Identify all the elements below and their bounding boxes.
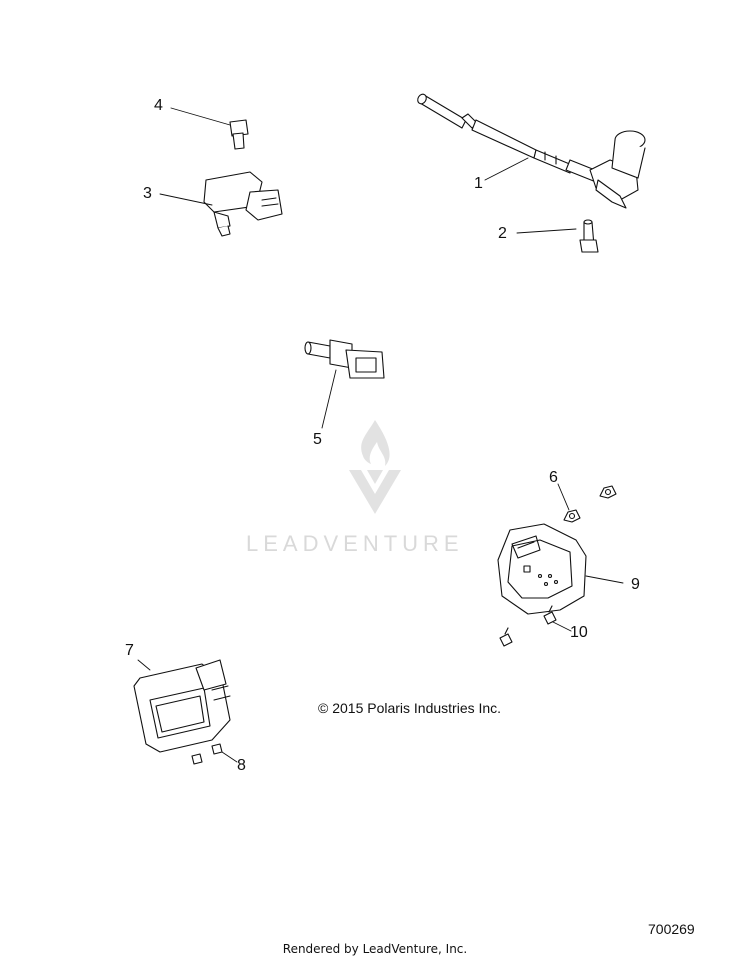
callout-5: 5 <box>313 431 322 448</box>
part-10-screw <box>499 605 557 647</box>
leader-2 <box>516 228 577 234</box>
rendered-by-footer: Rendered by LeadVenture, Inc. <box>282 942 468 956</box>
part-7-ecu <box>133 659 231 753</box>
callout-10: 10 <box>570 624 588 641</box>
leadventure-watermark-logo <box>349 420 401 514</box>
part-4-bolt <box>229 119 249 150</box>
leader-4 <box>170 107 231 126</box>
part-9-ecu-bracket <box>497 523 587 615</box>
leader-5 <box>321 369 337 429</box>
copyright-text: © 2015 Polaris Industries Inc. <box>318 700 502 716</box>
leader-1 <box>484 157 529 181</box>
callout-4: 4 <box>154 97 163 114</box>
diagram-id: 700269 <box>648 921 695 937</box>
part-3-map-sensor <box>203 171 283 237</box>
callout-9: 9 <box>631 576 640 593</box>
part-1-sensor-probe <box>417 93 646 209</box>
part-8-screw <box>191 743 223 765</box>
leader-3 <box>159 193 213 206</box>
leader-7 <box>137 659 151 671</box>
callout-1: 1 <box>474 175 483 192</box>
part-6-nut <box>563 485 617 523</box>
part-5-temp-sensor <box>304 339 385 379</box>
leader-6 <box>557 483 570 511</box>
leader-9 <box>585 575 624 584</box>
leader-8 <box>221 751 238 763</box>
leader-10 <box>552 621 572 632</box>
callout-3: 3 <box>143 185 152 202</box>
callout-7: 7 <box>125 642 134 659</box>
callout-2: 2 <box>498 225 507 242</box>
watermark-text: LEADVENTURE <box>246 531 464 556</box>
part-2-bolt <box>579 219 599 253</box>
callout-6: 6 <box>549 469 558 486</box>
callout-8: 8 <box>237 757 246 774</box>
